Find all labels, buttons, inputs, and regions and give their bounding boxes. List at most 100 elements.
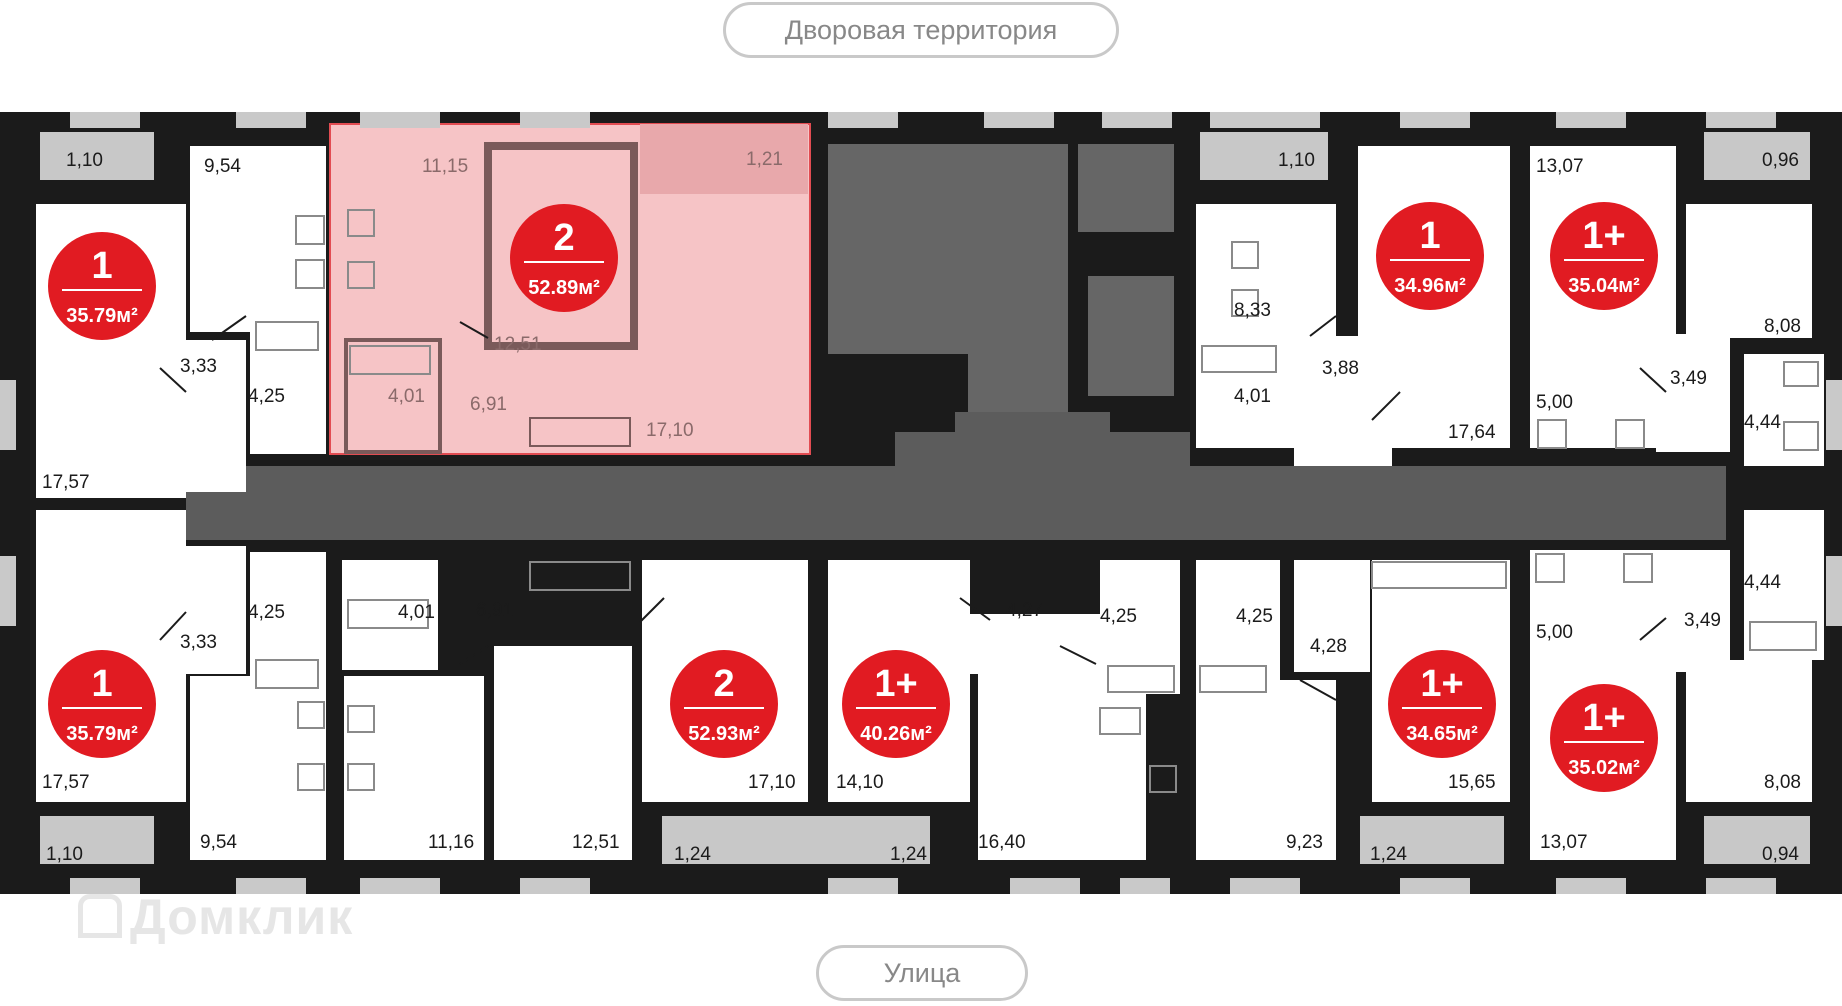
balcony xyxy=(40,816,154,864)
apartment-rooms: 1+ xyxy=(874,663,917,705)
apartment-rooms: 1+ xyxy=(1582,215,1625,257)
room-area-label: 1,24 xyxy=(890,844,927,865)
room-wall xyxy=(484,142,638,350)
room xyxy=(190,146,326,332)
shaft xyxy=(529,417,631,447)
room-area-label: 4,25 xyxy=(1100,606,1137,627)
room-area-label: 4,01 xyxy=(388,386,425,407)
room xyxy=(1656,550,1730,672)
balcony xyxy=(662,816,930,864)
apartment-badges: 1 35.79м² 2 52.89м² 1 34.96м² 1+ 35.04м²… xyxy=(48,202,1658,792)
balcony xyxy=(1360,816,1504,864)
balcony xyxy=(40,132,154,180)
apartment-badge[interactable]: 1 34.96м² xyxy=(1376,202,1484,310)
room-area-label: 9,23 xyxy=(1286,832,1323,853)
room-area-label: 16,40 xyxy=(978,832,1026,853)
door-swings xyxy=(159,315,1667,701)
apartment-badge[interactable]: 1+ 40.26м² xyxy=(842,650,950,758)
balcony xyxy=(1704,132,1810,180)
room-area-label: 12,51 xyxy=(494,334,542,355)
room-area-label: 17,57 xyxy=(42,772,90,793)
room-area-label: 4,27 xyxy=(1006,600,1043,621)
apartment-badge[interactable]: 1+ 34.65м² xyxy=(1388,650,1496,758)
courtyard-label: Дворовая территория xyxy=(723,2,1119,58)
apartment-rooms: 2 xyxy=(553,217,574,259)
room xyxy=(1744,510,1824,660)
watermark: Домклик xyxy=(78,888,353,946)
apartment-rooms: 1 xyxy=(1419,215,1440,257)
room-area-label: 3,88 xyxy=(1322,358,1359,379)
room-area-label: 14,10 xyxy=(836,772,884,793)
apartment-badge[interactable]: 1 35.79м² xyxy=(48,650,156,758)
room-area-labels: 1,10 9,54 3,33 4,25 17,57 11,15 1,21 12,… xyxy=(42,149,1801,865)
apartment-area: 35.02м² xyxy=(1568,757,1640,779)
room xyxy=(250,318,326,454)
room xyxy=(1686,660,1812,802)
room-area-label: 13,07 xyxy=(1540,832,1588,853)
room xyxy=(1196,336,1288,448)
apartment-rooms: 1 xyxy=(91,245,112,287)
room-area-label: 1,10 xyxy=(1278,150,1315,171)
room-area-label: 4,28 xyxy=(1310,636,1347,657)
room-area-label: 4,25 xyxy=(248,386,285,407)
apartment-area: 52.89м² xyxy=(528,277,600,299)
room-area-label: 12,51 xyxy=(572,832,620,853)
room-area-label: 11,16 xyxy=(428,832,474,853)
room-area-label: 0,94 xyxy=(1762,844,1799,865)
room-area-label: 9,54 xyxy=(200,832,237,853)
apartment-area: 52.93м² xyxy=(688,723,760,745)
room xyxy=(1656,334,1730,452)
room-area-label: 1,24 xyxy=(674,844,711,865)
room-area-label: 4,44 xyxy=(1744,412,1781,433)
apartment-rooms: 1+ xyxy=(1420,663,1463,705)
bathroom-wall xyxy=(344,338,442,454)
house-icon xyxy=(78,894,122,938)
room-area-label: 1,10 xyxy=(46,844,83,865)
room-area-label: 4,01 xyxy=(398,602,435,623)
stair-lobby xyxy=(895,385,1190,540)
apartment-badge[interactable]: 1+ 35.04м² xyxy=(1550,202,1658,310)
room-area-label: 9,54 xyxy=(204,156,241,177)
room-area-label: 11,15 xyxy=(422,156,468,177)
room xyxy=(1530,352,1650,448)
room xyxy=(186,546,246,674)
room-area-label: 17,10 xyxy=(748,772,796,793)
room-area-label: 4,01 xyxy=(1234,386,1271,407)
room-area-label: 8,08 xyxy=(1764,772,1801,793)
elevator-shaft-2 xyxy=(1088,276,1174,396)
room-area-label: 3,49 xyxy=(1670,368,1707,389)
balcony xyxy=(1704,816,1810,864)
room xyxy=(342,560,438,670)
apartment-badge[interactable]: 1 35.79м² xyxy=(48,232,156,340)
room xyxy=(250,552,326,692)
fixtures xyxy=(255,209,1819,793)
apartment-rooms: 2 xyxy=(713,663,734,705)
room-area-label: 6,91 xyxy=(476,600,513,621)
room xyxy=(1196,560,1280,700)
room-area-label: 13,07 xyxy=(1536,156,1584,177)
apartment-rooms: 1+ xyxy=(1582,697,1625,739)
windows xyxy=(0,112,1842,894)
room-area-label: 8,08 xyxy=(1764,316,1801,337)
room-area-label: 5,00 xyxy=(1536,622,1573,643)
room xyxy=(1686,204,1812,338)
apartment-badge-selected[interactable]: 2 52.89м² xyxy=(510,204,618,312)
elevator-shaft-1 xyxy=(1078,144,1174,232)
apartment-area: 35.04м² xyxy=(1568,275,1640,297)
apartment-area: 35.79м² xyxy=(66,305,138,327)
room-area-label: 8,33 xyxy=(1234,300,1271,321)
apartment-area: 40.26м² xyxy=(860,723,932,745)
apartment-area: 34.96м² xyxy=(1394,275,1466,297)
room xyxy=(1196,680,1336,860)
room-area-label: 1,24 xyxy=(1370,844,1407,865)
apartment-area: 34.65м² xyxy=(1406,723,1478,745)
room-area-label: 4,25 xyxy=(248,602,285,623)
room-area-label: 4,44 xyxy=(1744,572,1781,593)
apartment-area: 35.79м² xyxy=(66,723,138,745)
apartment-badge[interactable]: 1+ 35.02м² xyxy=(1550,684,1658,792)
room-area-label: 15,65 xyxy=(1448,772,1496,793)
apartment-badge[interactable]: 2 52.93м² xyxy=(670,650,778,758)
room xyxy=(186,340,246,492)
room-area-label: 3,33 xyxy=(180,356,217,377)
